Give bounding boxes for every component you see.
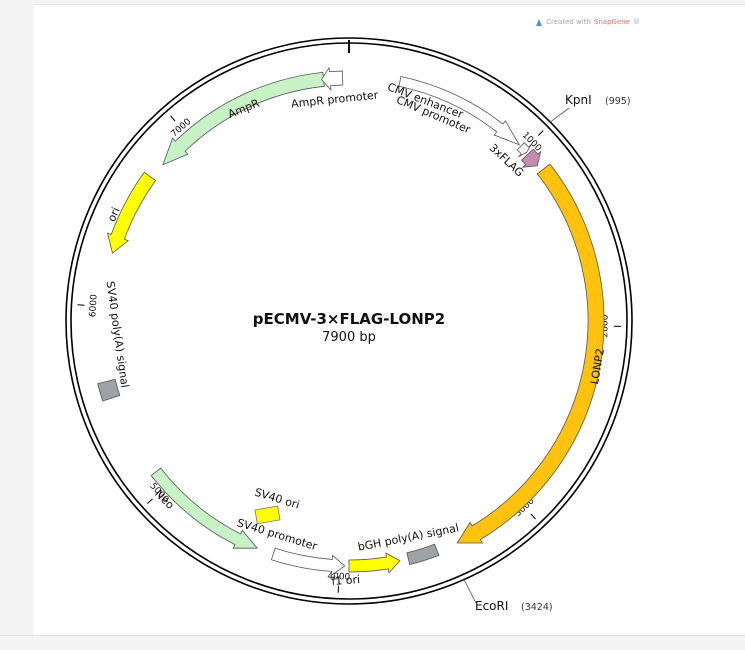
tick-label: 6000 [88, 294, 99, 318]
tick-mark [147, 499, 152, 504]
site-position: (3424) [521, 602, 553, 613]
feature-sv40-promoter [271, 548, 344, 575]
label-bgh: bGH poly(A) signal [357, 521, 460, 553]
site-position: (995) [605, 96, 631, 107]
site-name: KpnI [565, 93, 592, 107]
label-f1-ori: f1 ori [331, 573, 361, 588]
feature-f1-ori [349, 553, 400, 573]
tick-mark [538, 131, 543, 136]
feature-lonp2 [457, 164, 604, 543]
tick-mark [171, 116, 176, 121]
plasmid-size: 7900 bp [322, 330, 376, 345]
tick-mark [531, 514, 536, 519]
site-name: EcoRI [475, 599, 508, 613]
label-sv40-polya: SV40 poly(A) signal [104, 280, 132, 388]
plasmid-name: pECMV-3×FLAG-LONP2 [253, 310, 445, 328]
site-leader [550, 108, 569, 122]
label-ampr-promoter: AmpR promoter [290, 88, 379, 110]
feature-sv40-polya [98, 379, 120, 401]
feature-sv40-ori [255, 506, 280, 524]
feature-bgh-polya [407, 544, 439, 564]
